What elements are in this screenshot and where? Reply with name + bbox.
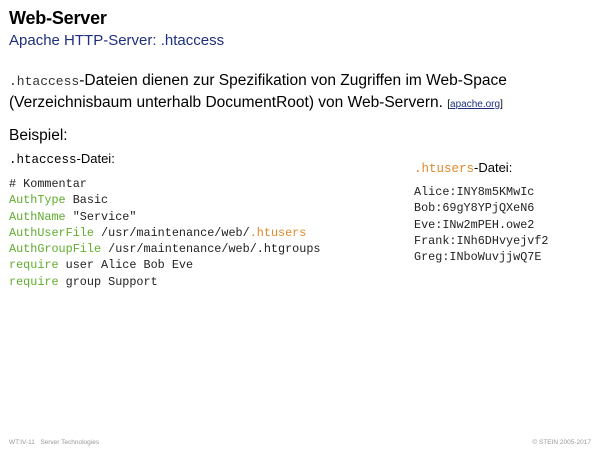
code-line: AuthGroupFile /usr/maintenance/web/.htgr… bbox=[9, 241, 321, 257]
page-subtitle: Apache HTTP-Server: .htaccess bbox=[9, 32, 225, 49]
htusers-label-code: .htusers bbox=[414, 162, 475, 176]
code-line: require user Alice Bob Eve bbox=[9, 257, 321, 273]
code-line: AuthType Basic bbox=[9, 192, 321, 208]
code-highlight: .htusers bbox=[249, 225, 307, 240]
code-text: /usr/maintenance/web/ bbox=[93, 225, 250, 240]
code-line: AuthName "Service" bbox=[9, 209, 321, 225]
code-text: group Support bbox=[58, 274, 158, 289]
code-line: AuthUserFile /usr/maintenance/web/.htuse… bbox=[9, 225, 321, 241]
footer-topic: Server Technologies bbox=[40, 439, 100, 446]
htusers-label-suffix: -Datei: bbox=[474, 160, 513, 175]
htaccess-label-suffix: -Datei: bbox=[76, 151, 115, 166]
code-text: Basic bbox=[65, 193, 109, 208]
code-line: # Kommentar bbox=[9, 176, 321, 192]
code-keyword: AuthUserFile bbox=[9, 225, 94, 240]
code-text: user Alice Bob Eve bbox=[58, 258, 194, 273]
code-line: require group Support bbox=[9, 274, 321, 290]
code-text: # Kommentar bbox=[9, 177, 87, 191]
code-text: "Service" bbox=[65, 209, 137, 224]
user-entry: Bob:69gY8YPjQXeN6 bbox=[414, 201, 535, 216]
code-keyword: AuthName bbox=[9, 209, 66, 224]
user-entry: Eve:INw2mPEH.owe2 bbox=[414, 217, 535, 232]
footer-left: WT:IV-11 Server Technologies bbox=[9, 439, 99, 446]
user-entry: Alice:INY8m5KMwIc bbox=[414, 185, 535, 199]
code-text: /usr/maintenance/web/.htgroups bbox=[101, 242, 321, 257]
user-entry: Frank:INh6DHvyejvf2 bbox=[414, 233, 549, 248]
reference: [apache.org] bbox=[447, 99, 503, 110]
code-keyword: require bbox=[9, 258, 59, 273]
example-heading: Beispiel: bbox=[9, 127, 68, 144]
ref-open: [ bbox=[447, 99, 451, 110]
apache-link[interactable]: apache.org bbox=[450, 99, 501, 110]
htaccess-label-code: .htaccess bbox=[9, 153, 77, 167]
htusers-file-label: .htusers-Datei: bbox=[414, 160, 512, 176]
footer-copyright: © STEIN 2005-2017 bbox=[532, 439, 591, 446]
ref-close: ] bbox=[500, 99, 503, 110]
intro-text: -Dateien dienen zur Spezifikation von Zu… bbox=[9, 72, 507, 111]
intro-code-term: .htaccess bbox=[9, 74, 80, 89]
user-entry: Greg:INboWuvjjwQ7E bbox=[414, 250, 542, 265]
intro-paragraph: .htaccess-Dateien dienen zur Spezifikati… bbox=[9, 70, 594, 115]
footer-slide-id: WT:IV-11 bbox=[9, 439, 35, 446]
page-title: Web-Server bbox=[9, 8, 107, 28]
code-keyword: AuthType bbox=[9, 193, 66, 208]
htaccess-file-label: .htaccess-Datei: bbox=[9, 151, 115, 167]
code-keyword: AuthGroupFile bbox=[9, 242, 102, 257]
code-keyword: require bbox=[9, 274, 59, 289]
